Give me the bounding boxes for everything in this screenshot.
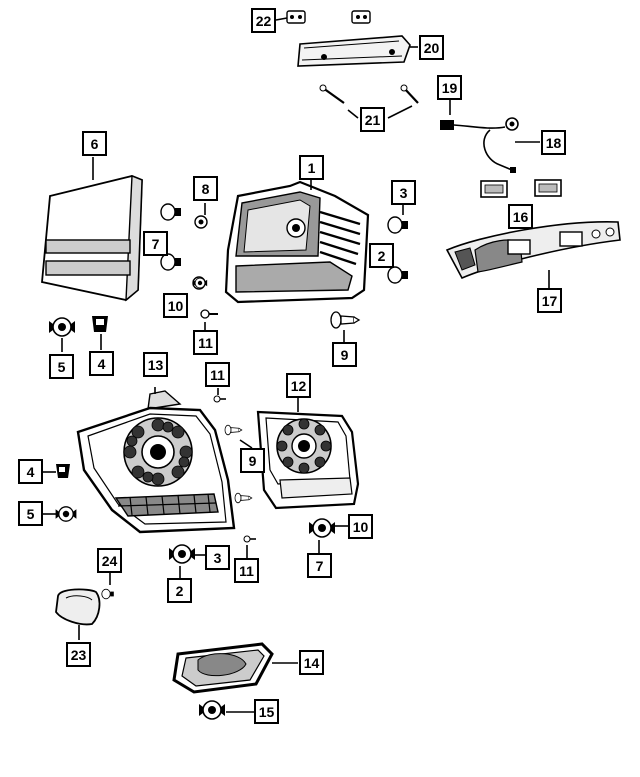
callout-10-upper: 10 [163,293,188,318]
part-1-tail-lamp [224,180,370,304]
callout-9-upper: 9 [332,342,357,367]
callout-17: 17 [537,288,562,313]
part-15-socket [198,700,254,720]
callout-21: 21 [360,107,385,132]
callout-10-lower: 10 [348,514,373,539]
callout-5-upper: 5 [49,354,74,379]
part-9-pushpins-lower [224,424,253,504]
callout-2-upper: 2 [369,243,394,268]
part-11-screw-upper [200,309,219,330]
callout-12: 12 [286,373,311,398]
callout-16: 16 [508,204,533,229]
part-13-tail-lamp-led [76,387,236,534]
part-9-pushpin-upper [330,311,360,342]
callout-11-lower: 11 [234,558,259,583]
callout-18: 18 [541,130,566,155]
callout-13: 13 [143,352,168,377]
callout-8: 8 [193,176,218,201]
callout-3: 3 [391,180,416,205]
callout-4-lower: 4 [18,459,43,484]
part-12-tail-lamp-inner [256,398,360,510]
callout-1: 1 [299,155,324,180]
callout-24: 24 [97,548,122,573]
callout-3-lower: 3 [205,545,230,570]
part-4-5-lower [42,464,78,522]
callout-11-middle: 11 [205,362,230,387]
part-6-quarter-lamp [41,157,143,302]
callout-19: 19 [437,75,462,100]
callout-6: 6 [82,131,107,156]
part-4-5-upper [48,316,108,352]
callout-15: 15 [254,699,279,724]
part-11-screw-middle [213,388,226,403]
part-16-license-lamps [480,179,562,198]
part-23-24-lamp-bulb [55,573,115,640]
part-22-clips [275,10,371,24]
part-17-license-applique [445,221,621,288]
callout-9-lower: 9 [240,448,265,473]
callout-22: 22 [251,8,276,33]
callout-14: 14 [299,650,324,675]
callout-4-upper: 4 [89,351,114,376]
part-11-screw-lower [243,535,256,558]
part-14-reflector [172,642,298,694]
callout-7-upper: 7 [143,231,168,256]
callout-2-lower: 2 [167,578,192,603]
callout-20: 20 [419,35,444,60]
callout-7-lower: 7 [307,553,332,578]
callout-11-upper: 11 [193,330,218,355]
part-18-19-wiring-harness [440,100,540,173]
part-2-3-socket-lower [168,544,205,578]
part-7-10-socket-lower [308,518,348,553]
part-20-center-high-mount-lamp [297,35,418,67]
callout-5-lower: 5 [18,501,43,526]
callout-23: 23 [66,642,91,667]
part-21-screws [319,84,419,119]
